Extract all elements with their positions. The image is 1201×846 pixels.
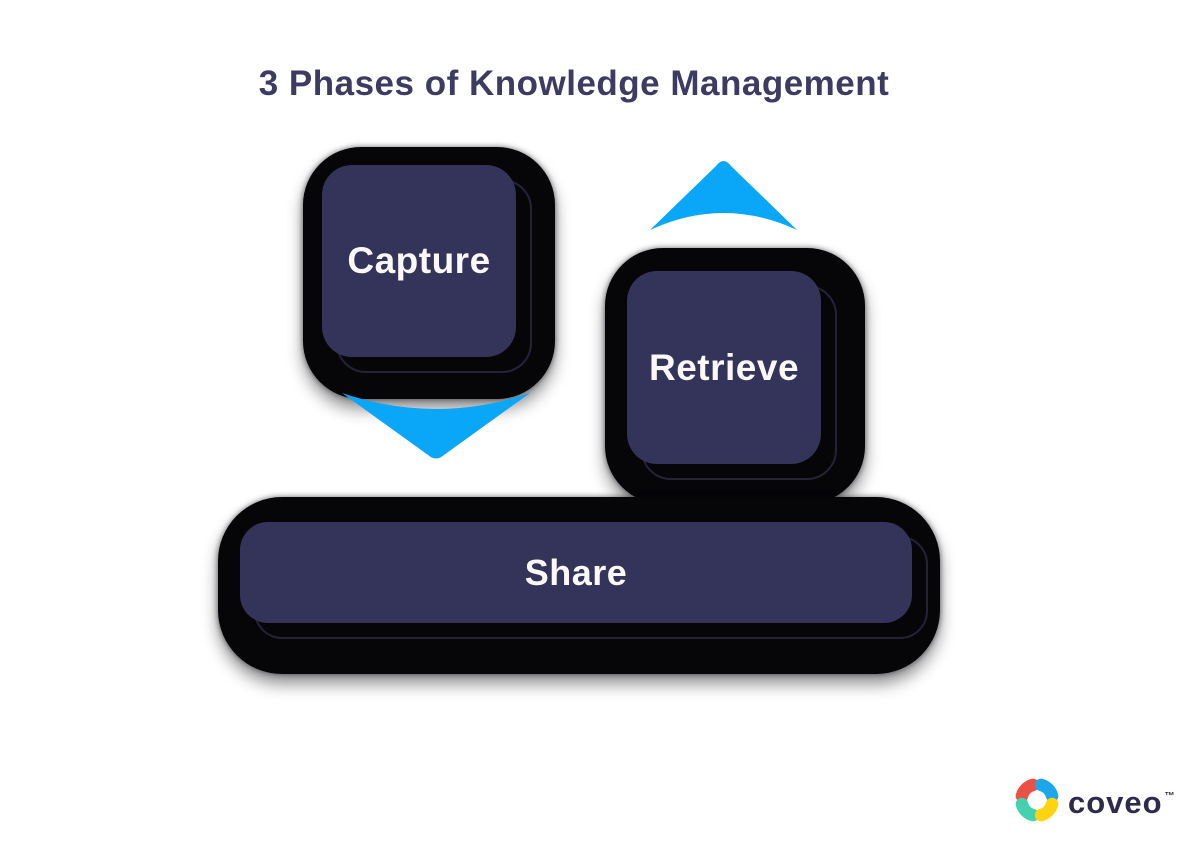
phase-box-retrieve: Retrieve [627,271,821,464]
diagram-title: 3 Phases of Knowledge Management [258,64,890,103]
capture-label: Capture [347,240,491,281]
down-arrow-icon [342,393,530,459]
coveo-logo-icon [1015,778,1059,822]
retrieve-label: Retrieve [648,346,800,388]
up-arrow-icon [650,161,797,230]
phase-box-share: Share [240,522,912,623]
coveo-wordmark-text: coveo [1068,785,1163,820]
phase-box-capture: Capture [322,165,516,357]
share-label: Share [524,551,628,593]
trademark-symbol: ™ [1164,791,1176,802]
